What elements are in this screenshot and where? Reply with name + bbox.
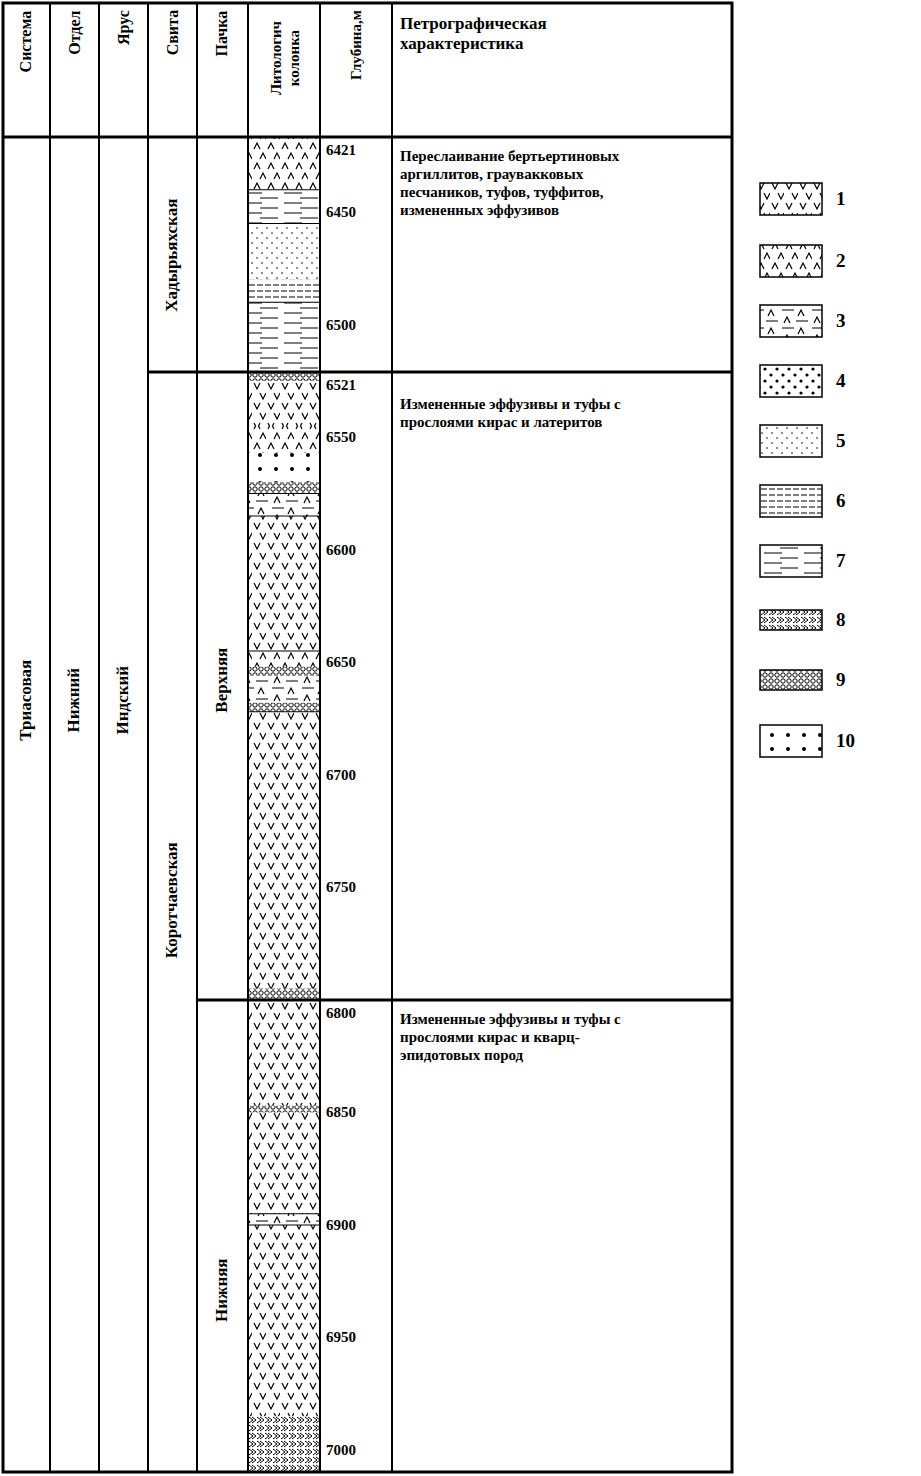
system-name: Триасовая bbox=[16, 660, 36, 741]
column-header: Свита bbox=[163, 10, 182, 55]
formation-name: Хадырьяхская bbox=[162, 199, 182, 312]
column-graphic bbox=[248, 494, 320, 517]
column-graphic bbox=[760, 610, 822, 630]
depth-mark: 6750 bbox=[326, 878, 356, 896]
depth-mark: 6900 bbox=[326, 1216, 356, 1234]
depth-mark: 6450 bbox=[326, 203, 356, 221]
column-graphic bbox=[248, 453, 320, 482]
column-graphic bbox=[248, 712, 320, 989]
legend-number: 2 bbox=[836, 250, 846, 273]
column-graphic bbox=[248, 667, 320, 676]
column-graphic bbox=[248, 676, 320, 703]
legend-swatches bbox=[760, 183, 822, 757]
depth-mark: 6850 bbox=[326, 1103, 356, 1121]
column-graphic bbox=[760, 183, 822, 215]
column-header: Ярус bbox=[113, 10, 132, 45]
column-graphic bbox=[197, 999, 732, 1002]
column-graphic bbox=[248, 426, 320, 453]
column-header: Глубина,м bbox=[347, 10, 365, 80]
column-graphic bbox=[248, 1225, 320, 1416]
column-graphic bbox=[248, 302, 320, 372]
column-graphic bbox=[248, 381, 320, 426]
rock-description: Переслаивание бертьертиновых аргиллитов,… bbox=[400, 147, 635, 219]
column-header: Пачка bbox=[212, 10, 231, 56]
column-graphic bbox=[248, 190, 320, 1225]
column-graphic bbox=[148, 371, 732, 374]
column-graphic bbox=[760, 365, 822, 397]
column-graphic bbox=[248, 651, 320, 667]
column-graphic bbox=[248, 1416, 320, 1471]
column-header: Петрографическая характеристика bbox=[400, 14, 630, 55]
legend-number: 3 bbox=[836, 310, 846, 333]
legend-number: 8 bbox=[836, 609, 846, 632]
legend-number: 10 bbox=[836, 730, 855, 753]
depth-mark: 6550 bbox=[326, 428, 356, 446]
column-graphic bbox=[248, 280, 320, 303]
column-graphic bbox=[50, 3, 392, 1472]
column-graphic bbox=[760, 245, 822, 277]
column-graphic bbox=[760, 725, 822, 757]
formation-name: Коротчаевская bbox=[162, 842, 182, 958]
column-graphic bbox=[248, 482, 320, 493]
depth-mark: 6650 bbox=[326, 653, 356, 671]
lithology-column bbox=[248, 138, 320, 1471]
legend-number: 5 bbox=[836, 430, 846, 453]
column-graphic bbox=[248, 516, 320, 651]
depth-mark: 6421 bbox=[326, 141, 356, 159]
column-graphic bbox=[248, 989, 320, 1001]
column-graphic bbox=[248, 1113, 320, 1214]
column-graphic bbox=[248, 1106, 320, 1113]
column-graphic bbox=[248, 224, 320, 280]
member-name: Верхняя bbox=[212, 648, 232, 713]
column-graphic bbox=[760, 305, 822, 337]
column-graphic bbox=[248, 190, 320, 224]
legend-number: 6 bbox=[836, 490, 846, 513]
rock-description: Измененные эффузивы и туфы с прослоями к… bbox=[400, 1010, 635, 1064]
rock-description: Измененные эффузивы и туфы с прослоями к… bbox=[400, 395, 635, 431]
stage-name: Индский bbox=[113, 666, 133, 735]
depth-mark: 6500 bbox=[326, 316, 356, 334]
legend-number: 1 bbox=[836, 188, 846, 211]
legend-number: 9 bbox=[836, 669, 846, 692]
depth-mark: 6950 bbox=[326, 1328, 356, 1346]
column-graphic bbox=[760, 545, 822, 577]
depth-mark: 6521 bbox=[326, 376, 356, 394]
column-header: Литологич колонка bbox=[266, 10, 302, 105]
column-graphic bbox=[248, 1214, 320, 1225]
depth-mark: 6700 bbox=[326, 766, 356, 784]
column-graphic bbox=[760, 425, 822, 457]
column-graphic bbox=[760, 485, 822, 517]
column-header: Система bbox=[16, 10, 35, 72]
depth-mark: 6600 bbox=[326, 541, 356, 559]
column-graphic bbox=[248, 703, 320, 712]
legend-number: 7 bbox=[836, 550, 846, 573]
table-grid bbox=[3, 3, 732, 1472]
column-header: Отдел bbox=[65, 10, 84, 54]
series-name: Нижний bbox=[64, 668, 84, 733]
column-graphic bbox=[3, 3, 732, 1472]
depth-mark: 7000 bbox=[326, 1441, 356, 1459]
column-graphic bbox=[760, 670, 822, 690]
column-graphic bbox=[248, 1000, 320, 1106]
member-name: Нижняя bbox=[212, 1258, 232, 1322]
depth-mark: 6800 bbox=[326, 1004, 356, 1022]
column-graphic bbox=[3, 136, 732, 139]
column-graphic bbox=[248, 138, 320, 190]
legend-number: 4 bbox=[836, 370, 846, 393]
